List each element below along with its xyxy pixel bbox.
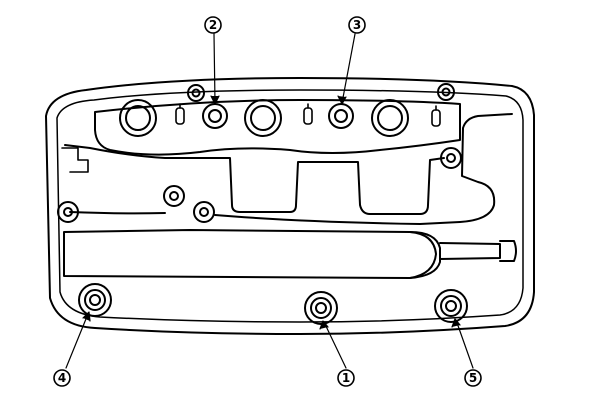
small-hole-top-left — [187, 84, 205, 102]
leader-5 — [451, 318, 474, 369]
breather-tube — [439, 242, 501, 260]
bolt-2 — [202, 103, 228, 129]
small-hole-left — [57, 201, 79, 223]
spark-plug-boss-3 — [371, 99, 409, 137]
cover-inner-flange — [56, 89, 524, 323]
baffle-lower-wall — [69, 113, 513, 225]
small-hole-top-right — [437, 83, 455, 101]
leader-1 — [319, 320, 347, 369]
small-hole-right — [440, 147, 462, 169]
bolt-3 — [328, 103, 354, 129]
baffle-channel — [64, 144, 445, 215]
left-step-feature — [61, 147, 89, 173]
bolt-4 — [78, 283, 112, 317]
stud-pin-a — [175, 103, 185, 125]
bolt-5 — [434, 289, 468, 323]
callout-2-label: 2 — [209, 18, 217, 32]
stud-pin-c — [431, 105, 441, 127]
leader-3 — [337, 33, 356, 105]
spark-plug-boss-2 — [244, 99, 282, 137]
callout-1-label: 1 — [342, 371, 350, 385]
bolt-1 — [304, 291, 338, 325]
callout-1: 1 — [337, 369, 355, 387]
small-hole-center-b — [193, 201, 215, 223]
callout-3-label: 3 — [353, 18, 361, 32]
breather-tube-end — [499, 240, 517, 262]
callout-5: 5 — [464, 369, 482, 387]
stud-pin-b — [303, 103, 313, 125]
leader-2 — [210, 33, 220, 105]
lower-trough — [63, 229, 441, 279]
callout-2: 2 — [204, 16, 222, 34]
callout-4: 4 — [53, 369, 71, 387]
cover-outer-outline — [45, 77, 535, 335]
callout-4-label: 4 — [58, 371, 66, 385]
upper-ridge — [94, 99, 461, 156]
callout-5-label: 5 — [469, 371, 477, 385]
breather-housing — [409, 231, 437, 279]
callout-3: 3 — [348, 16, 366, 34]
spark-plug-boss-1 — [119, 99, 157, 137]
small-hole-center-a — [163, 185, 185, 207]
leader-4 — [65, 311, 91, 369]
